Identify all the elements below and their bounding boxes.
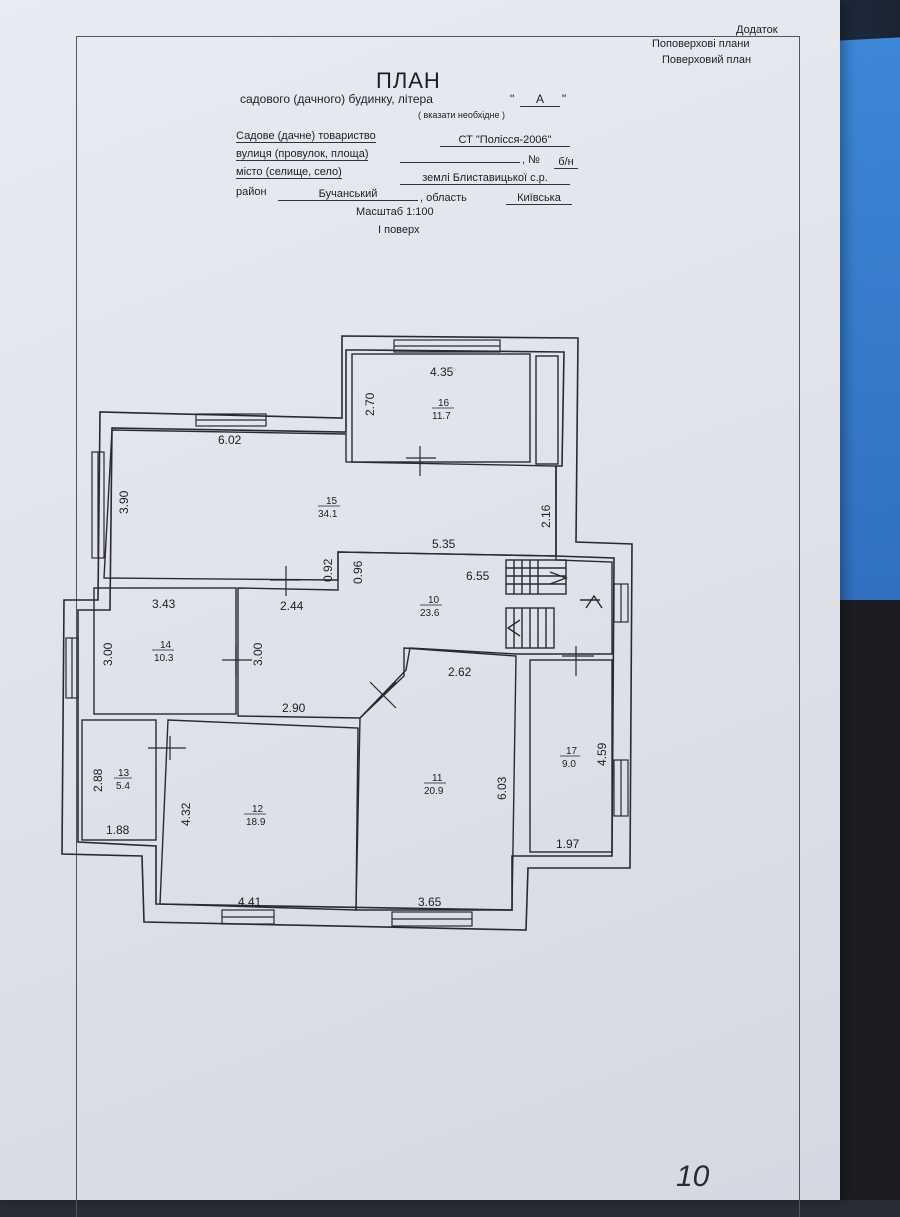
title-note: ( вказати необхідне ) [418,110,505,120]
room-13-area: 5.4 [116,781,130,792]
dim-3-65: 3.65 [418,895,442,909]
room-14-label: 14 10.3 [152,640,174,664]
region-value: Київська [506,192,572,205]
society-label: Садове (дачне) товариство [236,130,376,143]
city-label: місто (селище, село) [236,166,342,179]
scale-label: Масштаб 1:100 [356,206,434,218]
room-17-outline [529,659,613,853]
dim-4-32: 4.32 [179,802,193,826]
dim-5-35: 5.35 [432,537,456,551]
dim-0-96: 0.96 [351,560,365,584]
dim-3-00-right: 3.00 [251,642,265,666]
dim-2-70: 2.70 [363,392,377,416]
dim-6-02: 6.02 [218,433,242,447]
dim-6-03: 6.03 [495,776,509,800]
region-label: , область [420,192,467,204]
district-value: Бучанський [278,188,418,201]
dim-6-55: 6.55 [466,569,490,583]
stairs [505,559,603,649]
room-16-number: 16 [438,398,450,409]
room-12-label: 12 18.9 [244,804,266,828]
dim-3-90: 3.90 [117,490,131,514]
floor-plan-label: Поверховий план [662,54,752,66]
room-15-label: 15 34.1 [318,496,340,520]
room-12-number: 12 [252,804,264,815]
room-17-label: 17 9.0 [560,746,580,770]
street-label: вулиця (провулок, площа) [236,148,369,161]
room-17-number: 17 [566,746,578,757]
dim-2-90: 2.90 [282,701,306,715]
dim-4-59: 4.59 [595,742,609,766]
city-value: землі Блиставицької с.р. [400,172,570,185]
street-blank [400,152,520,163]
room-14-number: 14 [160,640,172,651]
dim-2-88: 2.88 [91,768,105,792]
room-17-area: 9.0 [562,759,576,770]
letter-quote-close: " [562,92,567,106]
dim-4-41: 4.41 [238,895,262,909]
society-value: СТ "Полісся-2006" [440,134,570,147]
dim-1-88: 1.88 [106,823,130,837]
letter-quote-open: " [510,92,515,106]
room-11-area: 20.9 [424,786,444,797]
dim-4-35: 4.35 [430,365,454,379]
page-frame [76,36,800,1217]
page-number-mark: 10 [676,1160,710,1193]
plan-title: ПЛАН [376,68,441,93]
dimension-labels: 4.35 2.70 6.02 3.90 2.16 5.35 0.92 0.96 … [91,365,609,909]
doors [148,446,594,760]
room-13-number: 13 [118,768,130,779]
plan-subtitle: садового (дачного) будинку, літера [240,92,433,106]
dim-3-43: 3.43 [152,597,176,611]
dim-0-92: 0.92 [321,558,335,582]
room-labels: 16 11.7 15 34.1 10 23.6 14 10.3 13 5.4 1… [114,398,580,828]
room-11-number: 11 [432,773,443,784]
floor-plans-label: Поповерхові плани [652,38,750,50]
room-16-outline [351,353,531,463]
number-label: , № [522,154,540,166]
closet-outline [535,355,559,465]
dim-3-00-left: 3.00 [101,642,115,666]
room-16-area: 11.7 [432,411,451,422]
room-10-label: 10 23.6 [420,595,442,619]
room-13-outline [81,719,157,841]
room-10-area: 23.6 [420,608,440,619]
floor-label: І поверх [378,224,420,236]
room-13-label: 13 5.4 [114,768,132,792]
room-15-area: 34.1 [318,509,338,520]
addendum-label: Додаток [736,24,778,36]
room-walls [81,353,613,911]
room-10-number: 10 [428,595,440,606]
dim-2-16: 2.16 [539,504,553,528]
dim-2-62: 2.62 [448,665,472,679]
letter-value: А [520,92,560,107]
room-11-label: 11 20.9 [424,773,446,797]
district-label: район [236,186,267,198]
room-12-area: 18.9 [246,817,266,828]
document-page: Додаток Поповерхові плани Поверховий пла… [0,0,840,1217]
number-value: б/н [554,156,578,169]
dim-2-44: 2.44 [280,599,304,613]
windows [65,339,629,927]
dim-1-97: 1.97 [556,837,580,851]
room-14-area: 10.3 [154,653,174,664]
outer-walls [61,335,633,931]
room-16-label: 16 11.7 [432,398,454,422]
room-15-number: 15 [326,496,338,507]
